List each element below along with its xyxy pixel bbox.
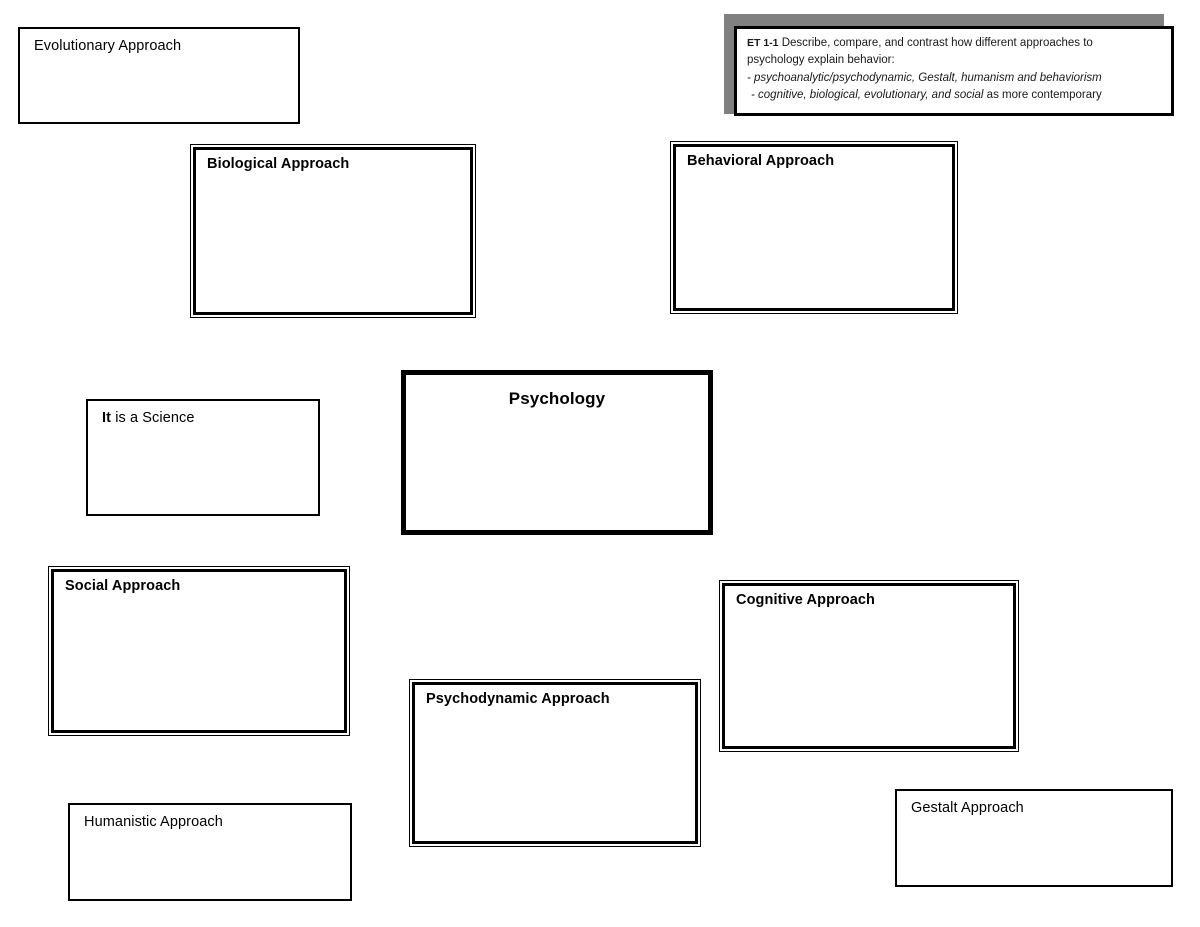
standards-bullet-2-tail: as more contemporary	[983, 89, 1102, 102]
standards-line-2: psychology explain behavior:	[747, 54, 895, 67]
node-label-evolutionary-approach: Evolutionary Approach	[34, 38, 182, 54]
standards-callout-text: ET 1-1 Describe, compare, and contrast h…	[747, 35, 1165, 105]
node-label-behavioral-approach: Behavioral Approach	[687, 153, 835, 169]
node-gestalt-approach[interactable]: Gestalt Approach	[895, 789, 1173, 887]
node-label-gestalt-approach: Gestalt Approach	[911, 800, 1024, 816]
node-label-it-is-a-science: It is a Science	[102, 410, 195, 427]
node-humanistic-approach[interactable]: Humanistic Approach	[68, 803, 352, 901]
node-label-social-approach: Social Approach	[65, 578, 181, 594]
node-inner-border-social	[51, 569, 347, 733]
node-evolutionary-approach[interactable]: Evolutionary Approach	[18, 27, 300, 124]
node-inner-border-behavioral	[673, 144, 955, 311]
node-it-is-a-science[interactable]: It is a Science	[86, 399, 320, 516]
node-inner-border-biological	[193, 147, 473, 315]
node-inner-border-cognitive	[722, 583, 1016, 749]
node-label-biological-approach: Biological Approach	[207, 156, 350, 172]
node-cognitive-approach[interactable]: Cognitive Approach	[719, 580, 1019, 752]
node-biological-approach[interactable]: Biological Approach	[190, 144, 476, 318]
node-label-psychology: Psychology	[508, 389, 606, 408]
node-label-rest-is-a-science: is a Science	[111, 410, 195, 426]
node-social-approach[interactable]: Social Approach	[48, 566, 350, 736]
node-psychodynamic-approach[interactable]: Psychodynamic Approach	[409, 679, 701, 847]
standards-callout-box[interactable]: ET 1-1 Describe, compare, and contrast h…	[734, 26, 1174, 116]
node-label-lead-it: It	[102, 410, 112, 426]
node-inner-border-psychodynamic	[412, 682, 698, 844]
standards-bullet-2-italic: - cognitive, biological, evolutionary, a…	[751, 89, 984, 102]
standards-bullet-2: - cognitive, biological, evolutionary, a…	[747, 87, 1165, 104]
standards-line-1: ET 1-1 Describe, compare, and contrast h…	[747, 35, 1165, 52]
node-label-psychodynamic-approach: Psychodynamic Approach	[426, 691, 610, 707]
node-label-humanistic-approach: Humanistic Approach	[84, 814, 223, 830]
standards-code: ET 1-1	[747, 37, 779, 49]
node-label-cognitive-approach: Cognitive Approach	[736, 592, 876, 608]
standards-line-1-text: Describe, compare, and contrast how diff…	[781, 37, 1093, 49]
node-behavioral-approach[interactable]: Behavioral Approach	[670, 141, 958, 314]
standards-bullet-1: - psychoanalytic/psychodynamic, Gestalt,…	[747, 71, 1102, 84]
node-psychology-central[interactable]: Psychology	[401, 370, 713, 535]
